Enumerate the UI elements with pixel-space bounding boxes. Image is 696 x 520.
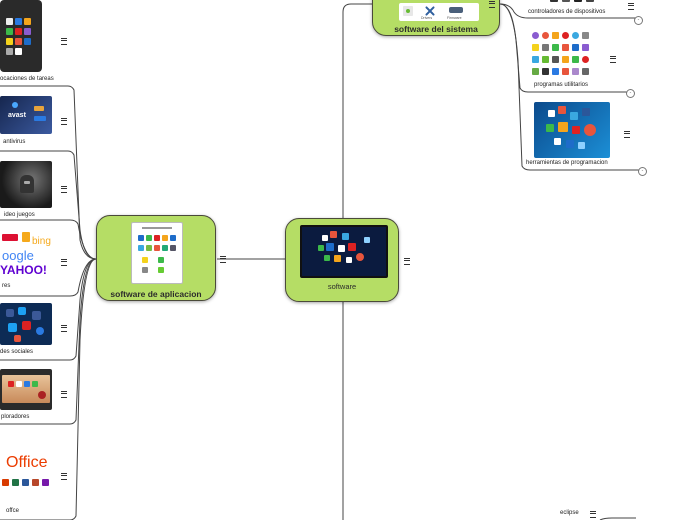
office-logo-text: Office [6,454,48,471]
right-item-1-collapse-icon[interactable]: - [634,16,643,25]
right-item-3-image [534,102,610,158]
root-node-title: software [327,282,357,291]
left-item-7-label: offce [6,508,19,514]
root-menu-icon[interactable] [404,258,410,265]
left-item-1-menu-icon[interactable] [61,38,67,45]
left-item-2-image: avast [0,96,52,134]
branch-software-del-sistema[interactable]: Drivers Firmware software del sistema [372,0,500,36]
left-item-5-image [0,303,52,345]
aplicacion-image [131,222,183,284]
avast-logo-text: avast [8,112,26,119]
left-item-5-label: des sociales [0,349,34,355]
left-item-4-label: res [2,283,11,289]
left-item-6-image [0,369,52,410]
connector-left-6 [0,258,97,425]
right-item-1-label: controladores de dispositivos [528,9,606,15]
connector-left-3 [0,219,97,260]
right-item-2-menu-icon[interactable] [610,56,616,63]
connector-right-1 [499,3,640,19]
right-item-3-menu-icon[interactable] [624,131,630,138]
right-item-2-collapse-icon[interactable]: - [626,89,635,98]
connector-left-5 [0,258,97,361]
left-item-7-image: Office [0,446,56,496]
left-item-3-image [0,161,52,208]
connector-left-4 [0,258,97,297]
left-item-5-menu-icon[interactable] [61,325,67,332]
branch-aplicacion-title: software de aplicacion [110,289,202,299]
left-item-4-image: bing oogle YAHOO! [0,226,54,280]
bottom-item-eclipse-menu-icon[interactable] [590,511,596,518]
right-item-2-image [530,30,602,76]
yahoo-logo-text: YAHOO! [0,263,47,277]
branch-software-de-aplicacion[interactable]: software de aplicacion [96,215,216,301]
left-item-1-image [0,0,42,72]
right-item-3-collapse-icon[interactable]: - [638,167,647,176]
left-item-7-menu-icon[interactable] [61,473,67,480]
right-item-2-label: programas utilitarios [534,82,589,88]
sistema-caption-firmware: Firmware [447,16,462,20]
connector-root-top [342,3,372,218]
left-item-4-menu-icon[interactable] [61,259,67,266]
software-image [300,225,388,278]
root-node[interactable]: software [285,218,399,302]
left-item-3-label: ideo juegos [4,212,35,218]
branch-aplicacion-menu-icon[interactable] [220,256,226,263]
left-item-2-menu-icon[interactable] [61,118,67,125]
right-item-1-image [548,0,604,6]
bing-logo-text: bing [32,236,51,247]
right-item-1-menu-icon[interactable] [628,3,634,10]
left-item-6-menu-icon[interactable] [61,391,67,398]
sistema-caption-drivers: Drivers [421,16,433,20]
right-item-3-label: herramientas de programacion [526,160,608,166]
left-item-2-label: antivirus [3,139,26,145]
connector-right-3 [499,3,640,171]
bottom-item-eclipse-label: eclipse [560,510,579,516]
sistema-image: Drivers Firmware [399,3,479,21]
left-item-1-label: ocaciones de tareas [0,76,54,82]
branch-sistema-menu-icon[interactable] [489,1,495,8]
connector-left-1 [0,85,97,260]
google-logo-text: oogle [2,248,34,263]
left-item-3-menu-icon[interactable] [61,186,67,193]
branch-sistema-title: software del sistema [394,24,478,34]
left-item-6-label: ploradores [1,414,30,420]
